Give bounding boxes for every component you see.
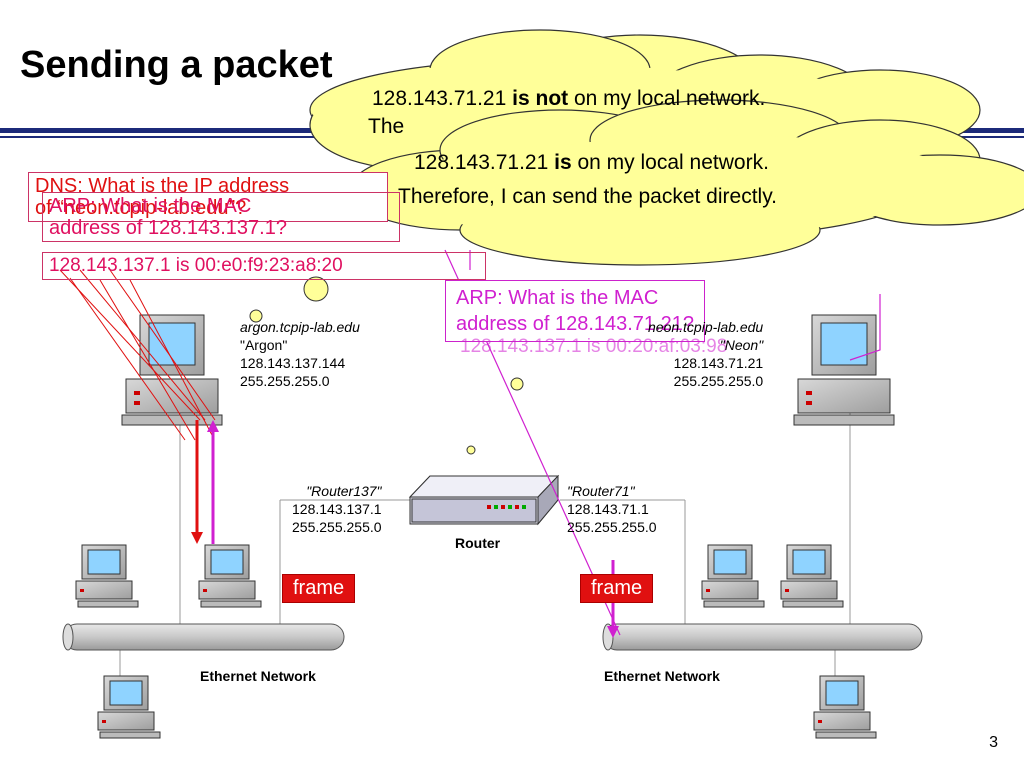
- cloud-front-line2: Therefore, I can send the packet directl…: [398, 185, 777, 208]
- red-arrow-down: [191, 420, 203, 544]
- ethernet-network-left-label: Ethernet Network: [200, 668, 316, 684]
- page-number: 3: [989, 734, 998, 751]
- ethernet-network-right-label: Ethernet Network: [604, 668, 720, 684]
- cloud-back-line1: 128.143.71.21 is not on my local network…: [372, 87, 766, 110]
- argon-ip: 128.143.137.144: [240, 355, 346, 371]
- router137-mask: 255.255.255.0: [292, 519, 382, 535]
- cloud-front-line1: 128.143.71.21 is on my local network.: [414, 151, 769, 174]
- ethernet-cable-right: [602, 623, 923, 651]
- router137-name: "Router137": [306, 483, 382, 499]
- neon-mask: 255.255.255.0: [673, 373, 764, 389]
- magenta-arrow-up: [207, 420, 219, 544]
- computer-left-1: [75, 544, 139, 608]
- computer-right-1: [701, 544, 765, 608]
- router71-name: "Router71": [567, 483, 635, 499]
- computer-right-2: [780, 544, 844, 608]
- arp-router-query-box: ARP: What is the MAC address of 128.143.…: [42, 192, 400, 242]
- router137-ip: 128.143.137.1: [292, 501, 382, 517]
- cloud-back-line2: The: [368, 115, 405, 138]
- neon-label: neon.tcpip-lab.edu "Neon" 128.143.71.21 …: [648, 318, 763, 390]
- arp-neon-query-line2: address of 128.143.71.21?: [456, 313, 694, 335]
- arp-router-answer-box: 128.143.137.1 is 00:e0:f9:23:a8:20: [42, 252, 486, 280]
- neon-ip: 128.143.71.21: [673, 355, 764, 371]
- arp-neon-query-box: ARP: What is the MAC address of 128.143.…: [445, 280, 705, 342]
- argon-label: argon.tcpip-lab.edu "Argon" 128.143.137.…: [240, 318, 360, 390]
- dns-query-box: DNS: What is the IP address of “neon.tcp…: [28, 172, 388, 222]
- router71-mask: 255.255.255.0: [567, 519, 657, 535]
- neon-hostname: neon.tcpip-lab.edu: [648, 319, 764, 335]
- router71-label: "Router71" 128.143.71.1 255.255.255.0: [567, 482, 657, 536]
- computer-right-3: [813, 675, 877, 739]
- slide-title: Sending a packet: [20, 44, 333, 86]
- router-device: [408, 474, 560, 526]
- arp-router-query-line2: address of 128.143.137.1?: [49, 217, 287, 239]
- dns-query-line1: DNS: What is the IP address: [35, 175, 290, 197]
- arp-router-answer: 128.143.137.1 is 00:e0:f9:23:a8:20: [49, 255, 343, 276]
- argon-alias: "Argon": [240, 337, 288, 353]
- dns-query-line2: of “neon.tcpip-lab.edu”?: [35, 197, 247, 219]
- arp-neon-query-line1: ARP: What is the MAC: [456, 287, 659, 309]
- router137-label: "Router137" 128.143.137.1 255.255.255.0: [292, 482, 382, 536]
- ethernet-cable-left: [62, 623, 345, 651]
- router71-ip: 128.143.71.1: [567, 501, 649, 517]
- thought-cloud-front: [349, 99, 1024, 266]
- argon-hostname: argon.tcpip-lab.edu: [240, 319, 360, 335]
- computer-left-2: [198, 544, 262, 608]
- computer-neon: [793, 314, 895, 426]
- neon-alias: "Neon": [719, 337, 764, 353]
- arp-neon-answer: 128.143.137.1 is 00:20:af:03:98: [460, 336, 728, 357]
- arp-router-query-line1: ARP: What is the MAC: [49, 195, 252, 217]
- frame-badge-left: frame: [282, 574, 356, 603]
- frame-badge-right: frame: [580, 574, 654, 603]
- argon-mask: 255.255.255.0: [240, 373, 330, 389]
- router-label: Router: [455, 535, 501, 551]
- computer-left-3: [97, 675, 161, 739]
